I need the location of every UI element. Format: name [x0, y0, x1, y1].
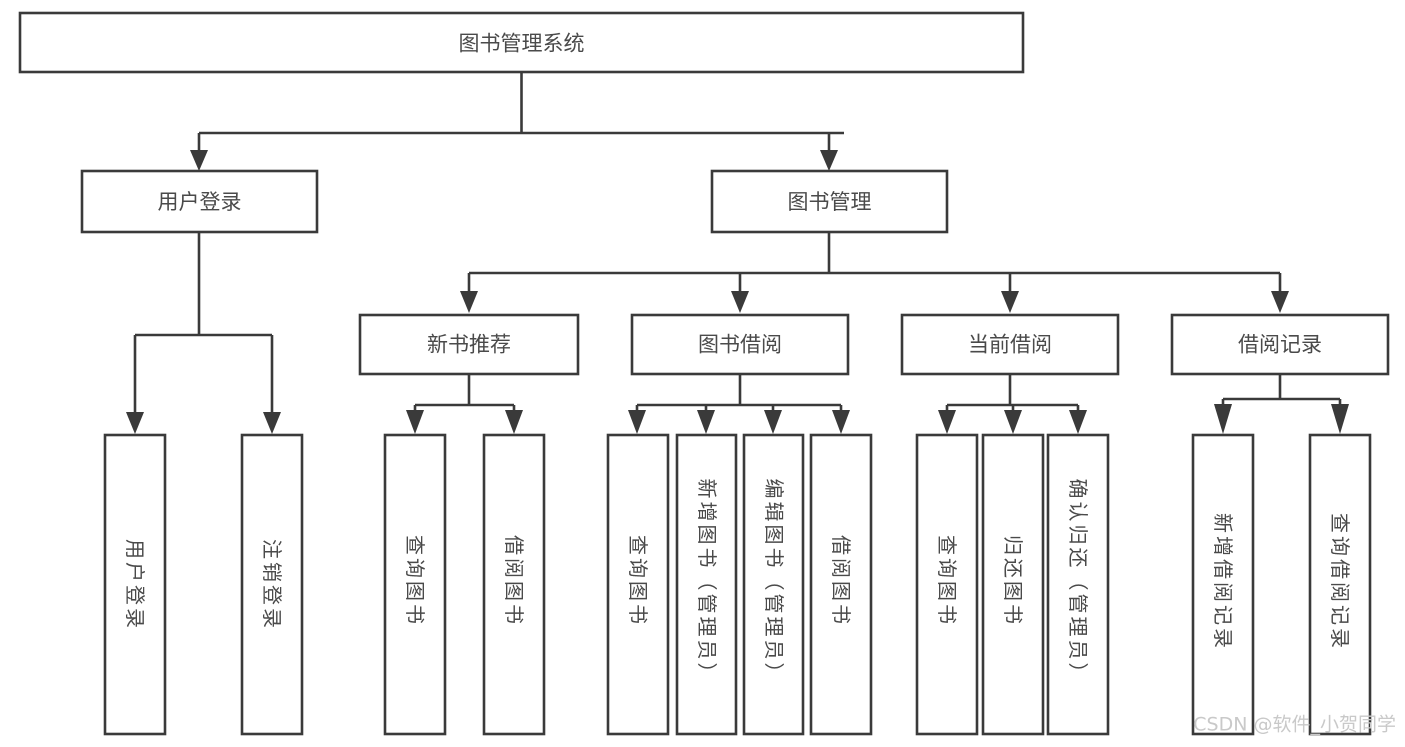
leaf-newbooks-borrow-label: 借阅图书: [502, 535, 526, 627]
leaf-newbooks-query-label: 查询图书: [403, 535, 427, 627]
arrow-currentborrow-leaf-2: [1004, 410, 1022, 434]
leaf-borrow-edit-book-label: 编辑图书（管理员）: [762, 479, 786, 686]
arrow-borrowbooks-leaf-4: [832, 410, 850, 434]
leaf-records-query-label: 查询借阅记录: [1328, 513, 1352, 651]
node-new-book-recommend-label: 新书推荐: [427, 333, 511, 357]
node-user-login-label: 用户登录: [158, 190, 242, 214]
node-user-login-box[interactable]: [80, 169, 319, 234]
arrow-to-borrow-books: [731, 291, 749, 313]
arrow-to-borrow-records: [1271, 291, 1289, 313]
arrow-newbooks-leaf-1: [406, 410, 424, 434]
leaf-current-return-label: 归还图书: [1001, 535, 1025, 627]
arrow-borrowrecords-leaf-2: [1331, 404, 1349, 434]
leaf-newbooks-borrow-box[interactable]: [482, 433, 546, 736]
leaf-logout-label: 注销登录: [260, 539, 284, 631]
node-current-borrow-box[interactable]: [900, 313, 1120, 376]
node-root-box[interactable]: [18, 11, 1025, 74]
arrow-currentborrow-leaf-3: [1069, 410, 1087, 434]
arrow-to-leaf-user-login: [126, 412, 144, 434]
arrow-to-current-borrow: [1001, 291, 1019, 313]
leaf-borrow-borrow-book-box[interactable]: [809, 433, 873, 736]
node-new-book-recommend[interactable]: 新书推荐: [358, 313, 580, 376]
leaf-user-login[interactable]: 用户登录: [103, 433, 167, 736]
leaf-current-query[interactable]: 查询图书: [915, 433, 979, 736]
leaf-newbooks-query[interactable]: 查询图书: [383, 433, 447, 736]
arrow-currentborrow-leaf-1: [938, 410, 956, 434]
arrow-to-leaf-logout: [263, 412, 281, 434]
node-book-management-box[interactable]: [710, 169, 949, 234]
node-current-borrow-label: 当前借阅: [968, 333, 1052, 357]
node-book-borrow-label: 图书借阅: [698, 333, 782, 357]
leaf-newbooks-borrow[interactable]: 借阅图书: [482, 433, 546, 736]
leaf-current-return[interactable]: 归还图书: [981, 433, 1045, 736]
leaf-borrow-query[interactable]: 查询图书: [606, 433, 670, 736]
arrow-borrowbooks-leaf-1: [628, 410, 646, 434]
arrow-to-book-mgmt: [820, 150, 838, 171]
arrow-to-new-books: [460, 291, 478, 313]
node-root-label: 图书管理系统: [459, 32, 585, 56]
arrow-borrowrecords-leaf-1: [1214, 404, 1232, 434]
leaf-records-add[interactable]: 新增借阅记录: [1191, 433, 1255, 736]
leaf-records-query[interactable]: 查询借阅记录: [1308, 433, 1372, 736]
leaf-records-add-box[interactable]: [1191, 433, 1255, 736]
node-book-borrow[interactable]: 图书借阅: [630, 313, 850, 376]
node-borrow-records[interactable]: 借阅记录: [1170, 313, 1390, 376]
leaf-borrow-borrow-book-label: 借阅图书: [829, 535, 853, 627]
connector-layer: [126, 72, 1349, 434]
leaf-current-confirm-return-box[interactable]: [1046, 433, 1110, 736]
leaf-borrow-add-book-label: 新增图书（管理员）: [695, 479, 719, 686]
node-book-borrow-box[interactable]: [630, 313, 850, 376]
node-book-management[interactable]: 图书管理: [710, 169, 949, 234]
leaf-current-confirm-return-label: 确认归还（管理员）: [1066, 479, 1090, 686]
leaf-logout-box[interactable]: [240, 433, 304, 736]
leaf-logout[interactable]: 注销登录: [240, 433, 304, 736]
node-user-login[interactable]: 用户登录: [80, 169, 319, 234]
node-book-management-label: 图书管理: [788, 190, 872, 214]
leaf-borrow-query-box[interactable]: [606, 433, 670, 736]
leaf-current-query-box[interactable]: [915, 433, 979, 736]
leaf-records-query-box[interactable]: [1308, 433, 1372, 736]
arrow-newbooks-leaf-2: [505, 410, 523, 434]
leaf-borrow-query-label: 查询图书: [626, 535, 650, 627]
leaf-current-return-box[interactable]: [981, 433, 1045, 736]
leaf-borrow-edit-book-box[interactable]: [742, 433, 805, 736]
arrow-borrowbooks-leaf-3: [764, 410, 782, 434]
watermark-label: CSDN @软件_小贺同学: [1193, 714, 1396, 736]
leaf-current-confirm-return[interactable]: 确认归还（管理员）: [1046, 433, 1110, 736]
node-root[interactable]: 图书管理系统: [18, 11, 1025, 74]
leaf-current-query-label: 查询图书: [935, 535, 959, 627]
leaf-borrow-borrow-book[interactable]: 借阅图书: [809, 433, 873, 736]
arrow-borrowbooks-leaf-2: [697, 410, 715, 434]
leaf-borrow-edit-book[interactable]: 编辑图书（管理员）: [742, 433, 805, 736]
leaf-borrow-add-book-box[interactable]: [675, 433, 738, 736]
leaf-records-add-label: 新增借阅记录: [1211, 513, 1235, 651]
leaf-newbooks-query-box[interactable]: [383, 433, 447, 736]
node-new-book-recommend-box[interactable]: [358, 313, 580, 376]
leaf-user-login-label: 用户登录: [123, 539, 147, 631]
node-borrow-records-box[interactable]: [1170, 313, 1390, 376]
arrow-to-user-login: [190, 150, 208, 171]
leaf-borrow-add-book[interactable]: 新增图书（管理员）: [675, 433, 738, 736]
node-current-borrow[interactable]: 当前借阅: [900, 313, 1120, 376]
node-borrow-records-label: 借阅记录: [1238, 333, 1322, 357]
leaf-user-login-box[interactable]: [103, 433, 167, 736]
